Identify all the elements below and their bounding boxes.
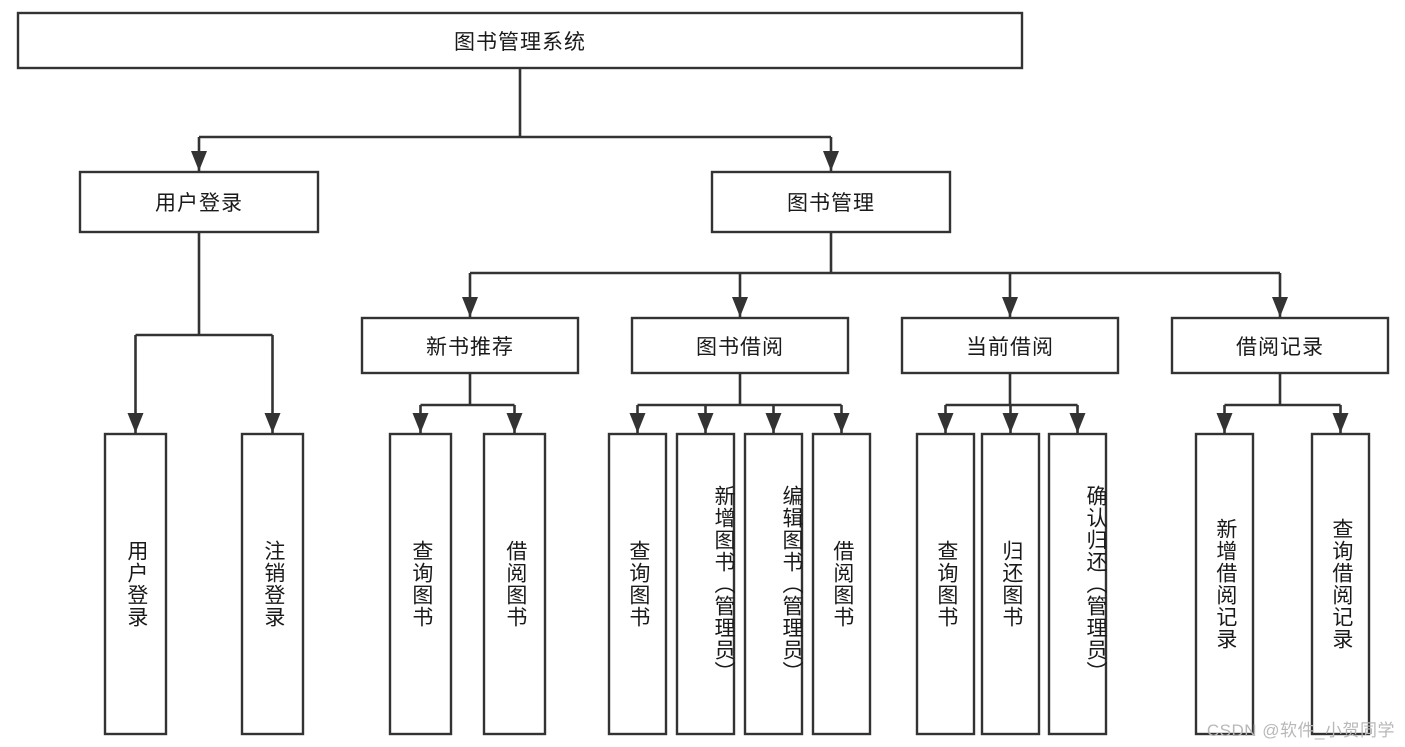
node-box-leaf-logout[interactable] [240, 432, 305, 736]
node-box-leaf-borrow-book-recommend[interactable] [482, 432, 547, 736]
node-box-leaf-query-book-borrow[interactable] [607, 432, 668, 736]
arrow-head-icon [412, 413, 429, 433]
node-box-book-management[interactable] [710, 170, 952, 234]
arrow-head-icon [629, 413, 646, 433]
arrow-head-icon [697, 413, 714, 433]
node-boxes [16, 11, 1390, 736]
node-box-leaf-confirm-return[interactable] [1047, 432, 1108, 736]
node-box-leaf-query-book-recommend[interactable] [388, 432, 453, 736]
node-box-leaf-add-book[interactable] [675, 432, 736, 736]
node-box-leaf-query-borrow-record[interactable] [1310, 432, 1371, 736]
arrow-head-icon [937, 413, 954, 433]
arrow-head-icon [1002, 297, 1018, 317]
watermark-text: CSDN @软件_小贺同学 [1206, 721, 1395, 740]
node-box-leaf-add-borrow-record[interactable] [1194, 432, 1255, 736]
arrow-head-icon [823, 151, 839, 171]
arrow-head-icon [1216, 413, 1233, 433]
arrow-head-icon [765, 413, 782, 433]
arrow-head-icon [462, 297, 478, 317]
arrow-head-icon [833, 413, 850, 433]
node-box-borrow-record[interactable] [1170, 316, 1390, 375]
connector-lines [127, 68, 1349, 433]
arrow-head-icon [1002, 413, 1019, 433]
arrow-head-icon [127, 413, 144, 433]
node-box-leaf-user-login[interactable] [103, 432, 168, 736]
arrow-head-icon [1069, 413, 1086, 433]
node-box-current-borrow[interactable] [900, 316, 1120, 375]
node-box-leaf-edit-book[interactable] [743, 432, 804, 736]
arrow-head-icon [732, 297, 748, 317]
arrow-head-icon [1272, 297, 1288, 317]
arrow-head-icon [191, 151, 207, 171]
node-box-leaf-return-book[interactable] [980, 432, 1041, 736]
node-box-book-borrow[interactable] [630, 316, 850, 375]
node-box-root[interactable] [16, 11, 1024, 70]
arrow-head-icon [264, 413, 281, 433]
arrow-head-icon [506, 413, 523, 433]
node-box-new-book-recommend[interactable] [360, 316, 580, 375]
node-box-leaf-query-book-current[interactable] [915, 432, 976, 736]
node-box-leaf-borrow-book[interactable] [811, 432, 872, 736]
node-box-user-login[interactable] [78, 170, 320, 234]
arrow-head-icon [1332, 413, 1349, 433]
